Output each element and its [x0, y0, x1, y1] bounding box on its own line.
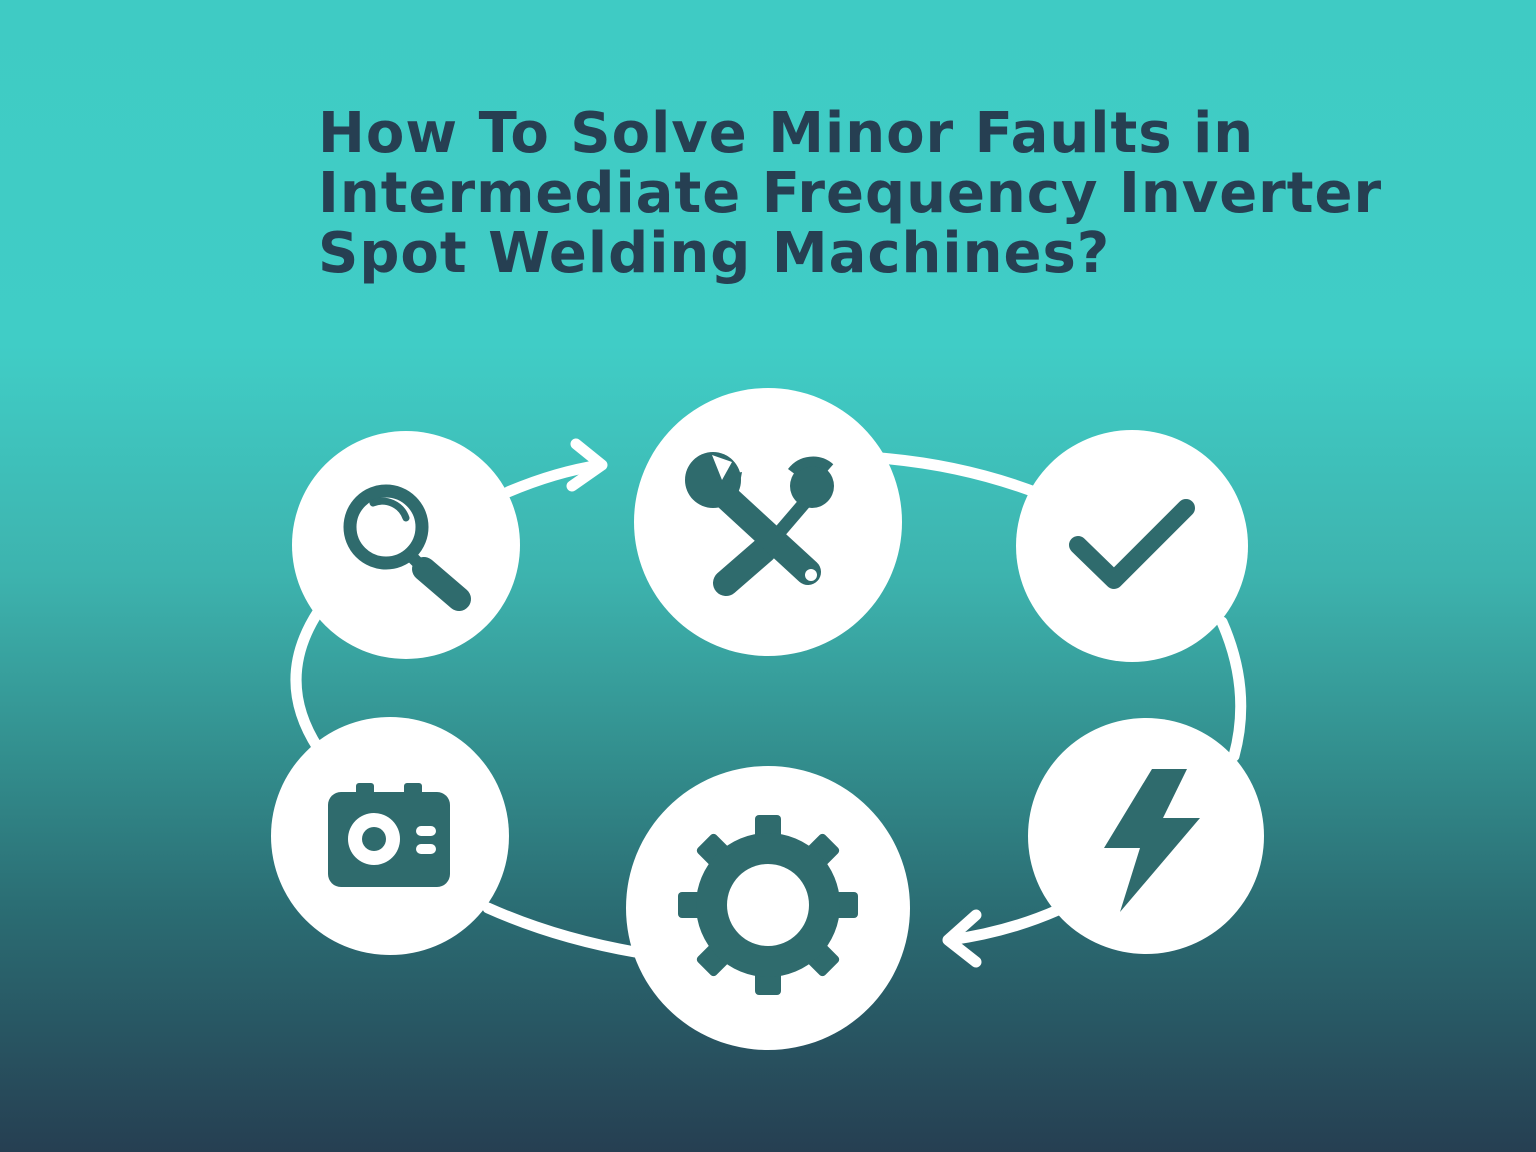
title-line-3: Spot Welding Machines? — [318, 221, 1111, 286]
arrowhead-tools — [566, 438, 608, 492]
gear-icon — [678, 815, 858, 995]
page-title: How To Solve Minor Faults in Intermediat… — [318, 104, 1438, 284]
title-line-2: Intermediate Frequency Inverter — [318, 161, 1383, 226]
magnifier-icon — [343, 484, 471, 611]
step-circle-check — [1016, 430, 1248, 662]
lightning-icon — [1104, 769, 1200, 912]
connector-gear-to-meter — [482, 902, 641, 958]
title-line-1: How To Solve Minor Faults in — [318, 101, 1255, 166]
connector-power-to-gear — [944, 904, 1064, 946]
connector-meter-to-search — [290, 606, 324, 754]
meter-icon — [328, 783, 450, 887]
arrowhead-gear — [942, 909, 982, 968]
connector-tools-to-check — [874, 452, 1046, 500]
cycle-connectors — [290, 438, 1247, 968]
step-circle-search — [292, 431, 520, 659]
connector-check-to-power — [1216, 616, 1247, 762]
step-circles — [271, 388, 1264, 1050]
wrench-screwdriver-icon — [685, 452, 834, 596]
checkmark-icon — [1069, 499, 1195, 589]
